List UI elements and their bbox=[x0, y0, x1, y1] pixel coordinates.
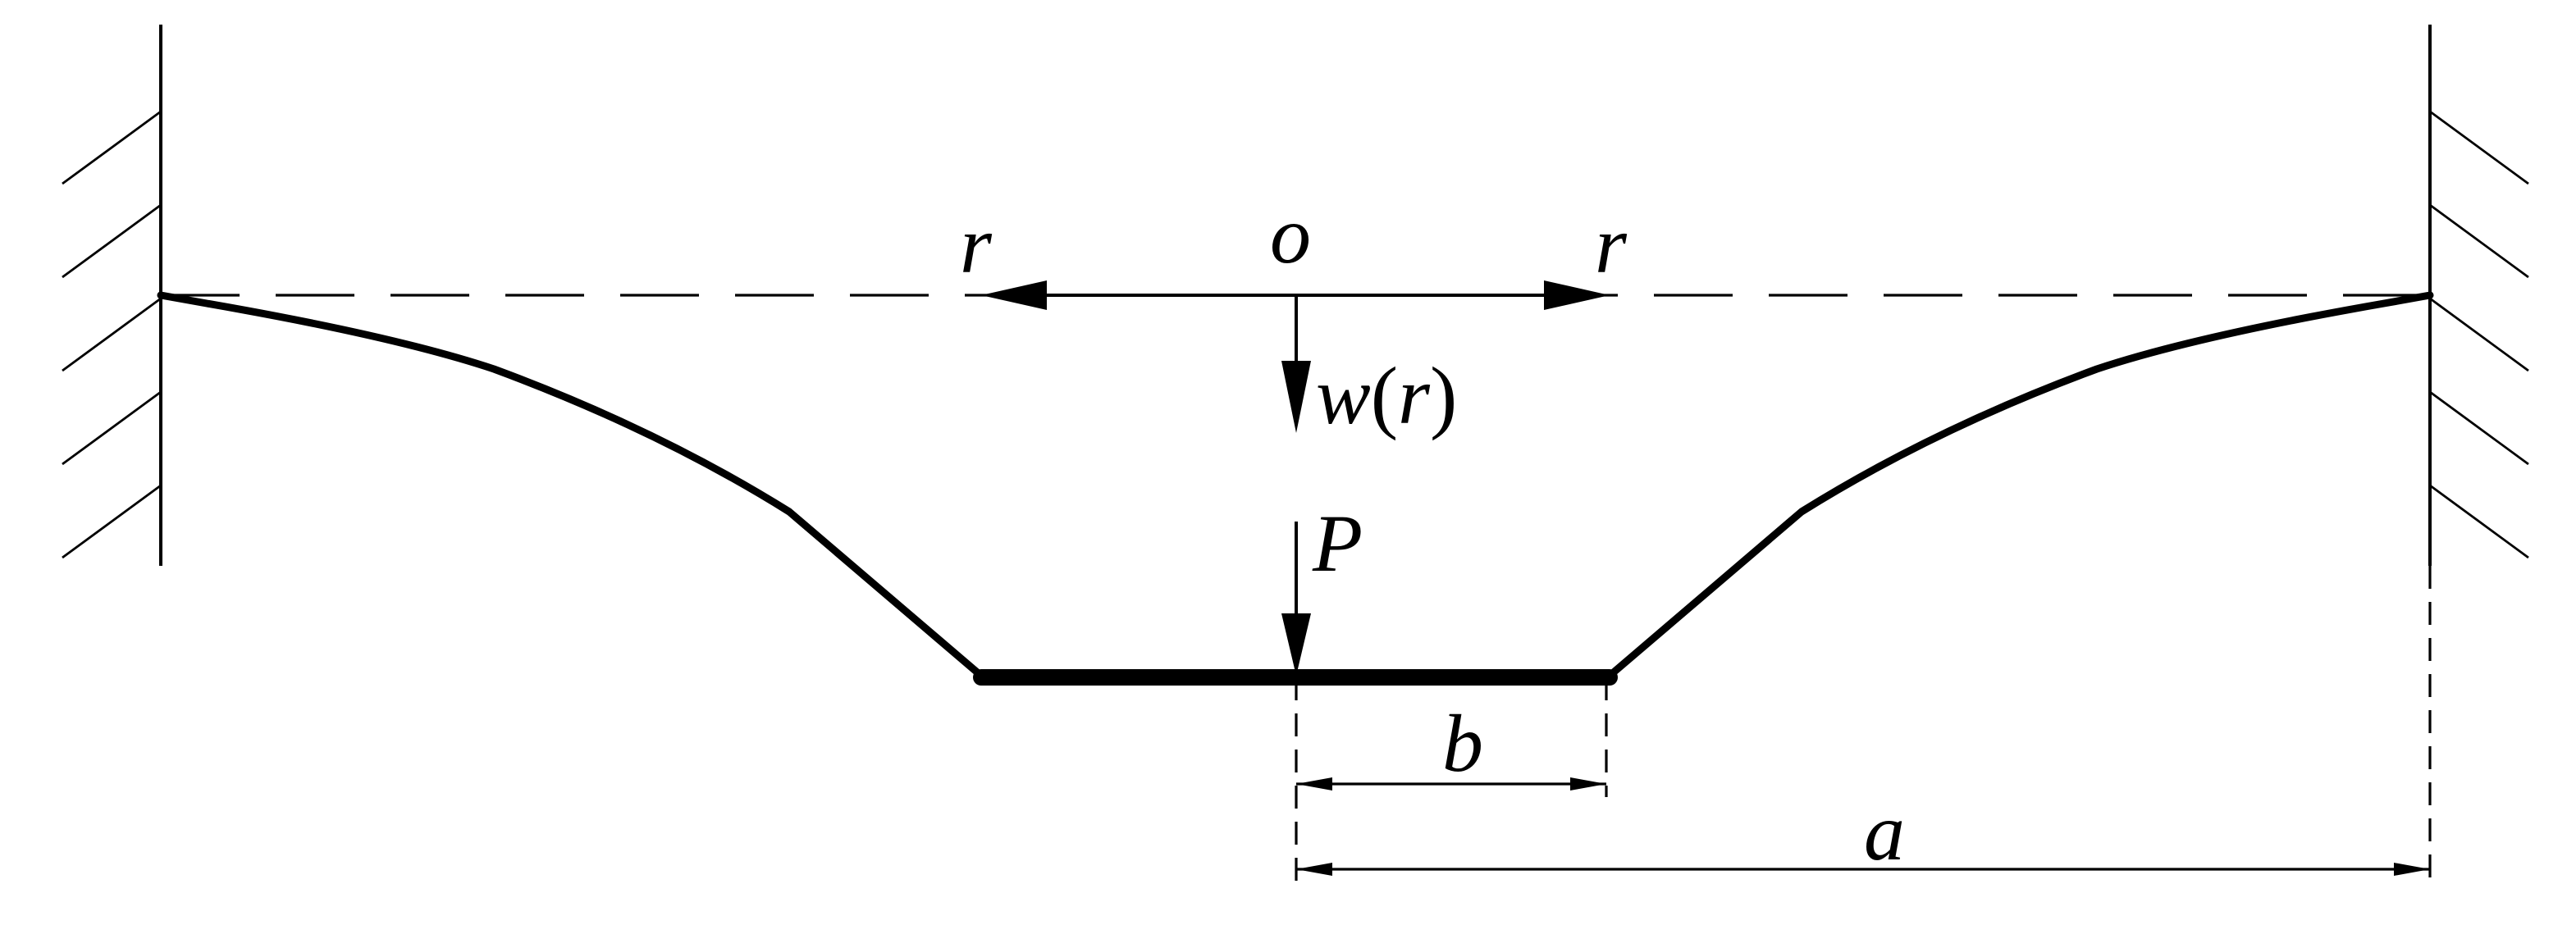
radial-axis-right-arrowhead bbox=[1544, 280, 1610, 310]
origin-label: o bbox=[1270, 189, 1311, 280]
dimension-a bbox=[1296, 863, 2430, 876]
dimension-b-left-arrowhead bbox=[1296, 777, 1332, 791]
deflection-axis-arrowhead bbox=[1281, 361, 1311, 433]
deflection-label-close-paren: ) bbox=[1430, 350, 1457, 441]
right-wall-support bbox=[2428, 25, 2529, 566]
dimension-a-left-arrowhead bbox=[1296, 863, 1332, 876]
right-deflected-plate bbox=[1605, 291, 2434, 680]
deflection-label-r: r bbox=[1398, 350, 1431, 441]
dimension-a-label: a bbox=[1864, 786, 1905, 877]
load-label: P bbox=[1312, 498, 1363, 589]
radial-axis-left bbox=[981, 280, 1296, 310]
deflection-label: w(r) bbox=[1316, 350, 1457, 441]
dimension-b-right-arrowhead bbox=[1570, 777, 1606, 791]
deflection-label-w: w bbox=[1316, 350, 1371, 441]
dimension-b-label: b bbox=[1442, 698, 1483, 789]
left-deflected-plate bbox=[157, 291, 985, 680]
radial-axis-right bbox=[1296, 280, 1610, 310]
dimension-a-right-arrowhead bbox=[2394, 863, 2430, 876]
load-arrowhead bbox=[1281, 613, 1311, 676]
deflection-label-open-paren: ( bbox=[1371, 350, 1398, 441]
radial-right-label: r bbox=[1595, 199, 1628, 290]
dimension-b bbox=[1296, 777, 1606, 791]
left-wall-support bbox=[62, 25, 162, 566]
load-arrow bbox=[1281, 522, 1311, 676]
radial-axis-left-arrowhead bbox=[981, 280, 1047, 310]
deflection-axis bbox=[1281, 295, 1311, 433]
radial-left-label: r bbox=[960, 199, 993, 290]
right-wall-hatching bbox=[2429, 110, 2529, 559]
left-wall-hatching bbox=[62, 110, 162, 559]
